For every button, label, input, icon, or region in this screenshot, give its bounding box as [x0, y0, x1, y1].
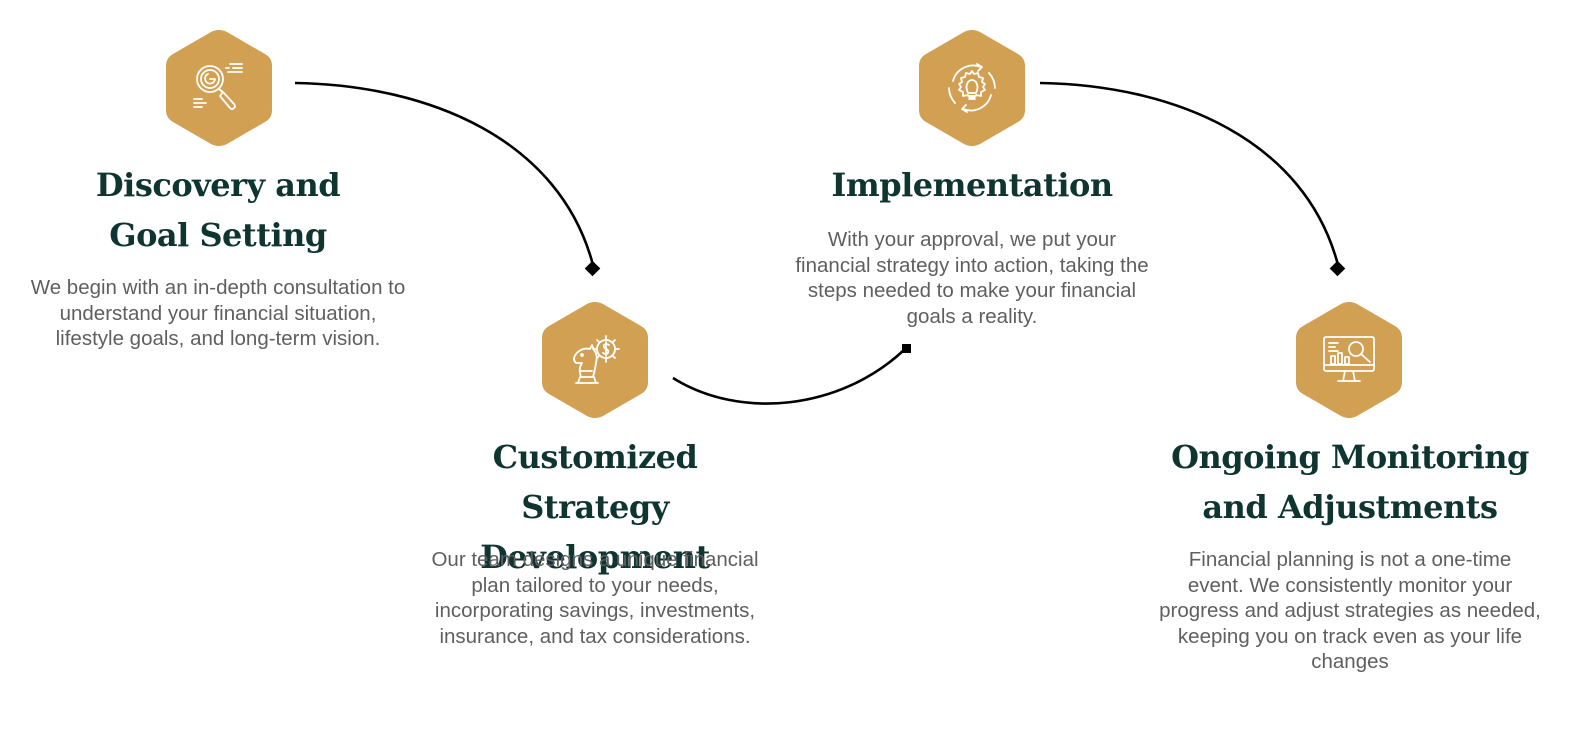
- chess-knight-strategy-icon: [573, 335, 620, 384]
- step-1-icon-badge: [162, 26, 276, 150]
- step-4-description: Financial planning is not a one-time eve…: [1159, 548, 1541, 673]
- hexagon-badge: [542, 302, 648, 418]
- monitor-chart-search-icon: [1323, 336, 1375, 382]
- connector-arrowhead: [1329, 260, 1346, 277]
- magnifier-analysis-icon: [193, 63, 243, 110]
- lightbulb-gear-cycle-icon: [948, 63, 996, 113]
- step-4-title: Ongoing Monitoring and Adjustments: [1171, 438, 1529, 526]
- step-2-title: Customized Strategy Development: [480, 438, 710, 576]
- connector-arrowhead: [584, 260, 601, 277]
- connector-step2-to-step3: [672, 349, 905, 405]
- connector-endpoint: [902, 344, 911, 353]
- step-1-title: Discovery and Goal Setting: [95, 166, 341, 254]
- step-1-description: We begin with an in-depth consultation t…: [30, 276, 406, 350]
- step-2-description: Our team designs a unique financial plan…: [431, 548, 759, 648]
- step-3-icon-badge: [915, 26, 1029, 150]
- step-3-title: Implementation: [831, 166, 1113, 204]
- step-4-icon-badge: [1292, 298, 1406, 422]
- step-2-icon-badge: [538, 298, 652, 422]
- hexagon-badge: [919, 30, 1025, 146]
- step-3-description: With your approval, we put your financia…: [795, 228, 1149, 328]
